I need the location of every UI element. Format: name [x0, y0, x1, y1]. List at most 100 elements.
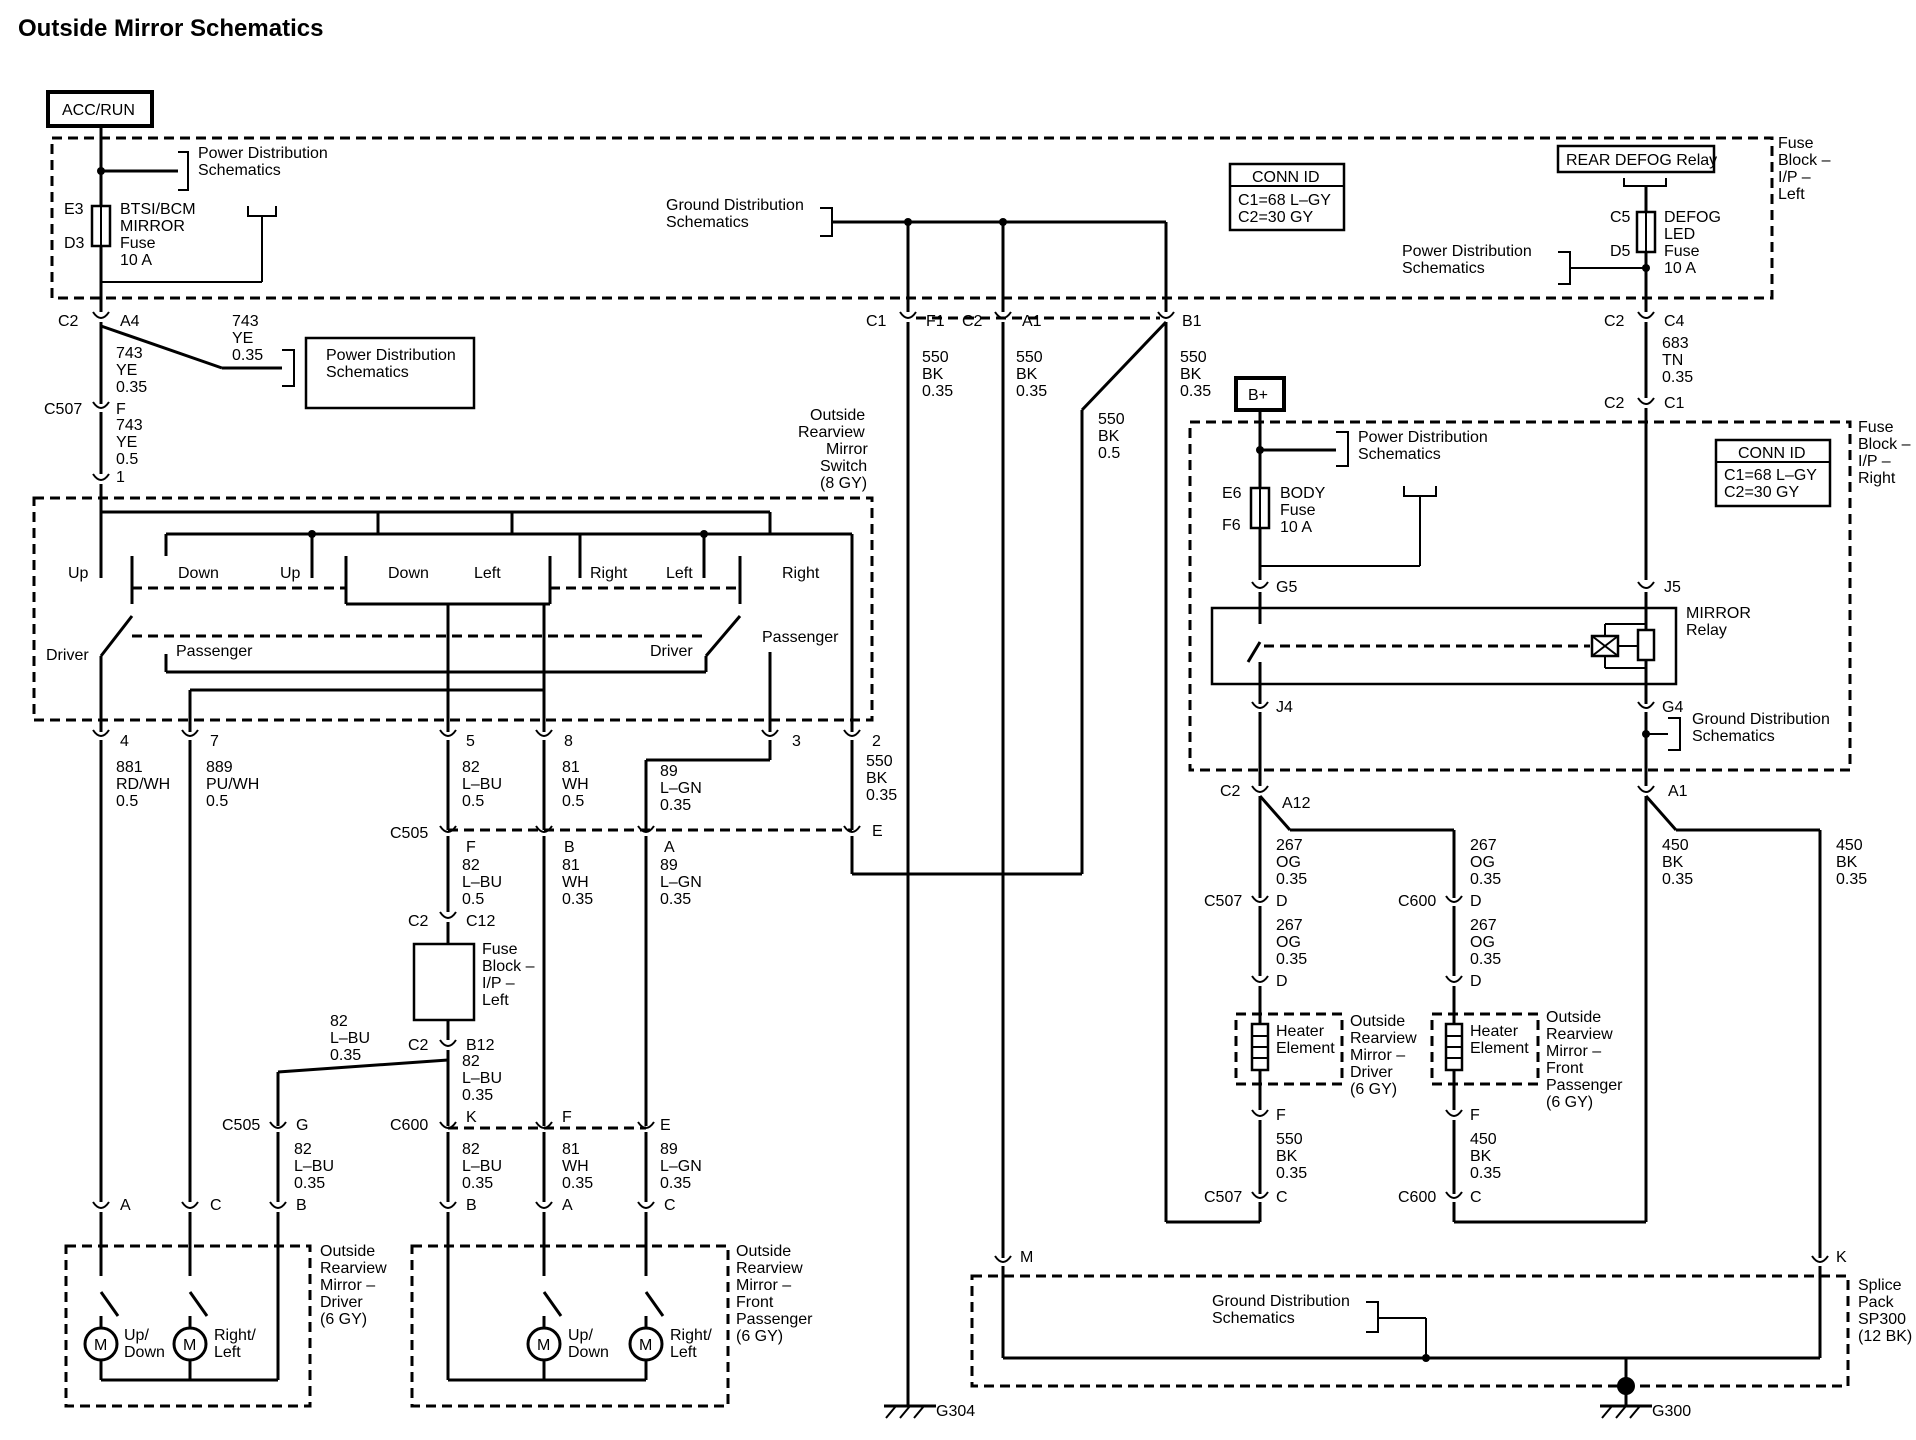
c600-f: F	[562, 1109, 572, 1126]
w89a-1: 89	[660, 763, 678, 780]
connector-c600-d: C600 D	[1398, 893, 1482, 910]
gd-ref-top-l2: Schematics	[666, 214, 749, 231]
w82e-3: 0.35	[294, 1175, 325, 1192]
body-fuse-2: Fuse	[1280, 502, 1316, 519]
connector-m: M	[994, 1249, 1033, 1266]
w743a-3: 0.35	[232, 347, 263, 364]
connector-c600-c: C600 C	[1398, 1189, 1482, 1206]
w89a-2: L–GN	[660, 780, 702, 797]
c507c-c: C507	[1204, 1189, 1242, 1206]
w550-3-1: 550	[1180, 349, 1207, 366]
w743a-2: YE	[232, 330, 253, 347]
btsi-fuse-name-1: BTSI/BCM	[120, 201, 196, 218]
motor-driver-rightleft: M	[172, 1326, 208, 1362]
w267a-2: OG	[1276, 854, 1301, 871]
rear-defog-relay: REAR DEFOG Relay	[1556, 144, 1717, 174]
hd-name-2: Rearview	[1350, 1030, 1417, 1047]
hd-el-1: Heater	[1276, 1023, 1325, 1040]
w81a-2: WH	[562, 776, 589, 793]
fb-right-2: Block –	[1858, 436, 1911, 453]
md-name-3: Mirror –	[320, 1277, 375, 1294]
fuse-block-left-name-3: I/P –	[1778, 169, 1811, 186]
defog-term-d5: D5	[1610, 243, 1631, 260]
hd-name-4: Driver	[1350, 1064, 1393, 1081]
acc-run-text: ACC/RUN	[62, 102, 135, 119]
w450h-1: 450	[1470, 1131, 1497, 1148]
sw-right-2: Right	[782, 565, 820, 582]
defog-fuse-3: Fuse	[1664, 243, 1700, 260]
w450b-3: 0.35	[1836, 871, 1867, 888]
fuse-block-left-name-2: Block –	[1778, 152, 1831, 169]
w450b-2: BK	[1836, 854, 1858, 871]
mirror-switch-outline	[32, 496, 874, 722]
w550-4-3: 0.5	[1098, 445, 1120, 462]
m-label: M	[1020, 1249, 1033, 1266]
d-1: D	[1276, 973, 1288, 990]
acc-run-label: ACC/RUN	[46, 90, 154, 128]
relay-name-1: MIRROR	[1686, 605, 1751, 622]
fbr-pd-2: Schematics	[1358, 446, 1441, 463]
gd-ref-top-l1: Ground Distribution	[666, 197, 804, 214]
connector-c507-f: C507 F	[44, 401, 126, 418]
c505-c: C505	[390, 825, 428, 842]
c505-f: F	[466, 839, 476, 856]
hp-el-1: Heater	[1470, 1023, 1519, 1040]
mp-name-4: Front	[736, 1294, 774, 1311]
fuse-term-d3: D3	[64, 235, 85, 252]
b-plus-label: B+	[1234, 376, 1286, 412]
w82b-1: 82	[462, 857, 480, 874]
fbr-e6: E6	[1222, 485, 1242, 502]
w743c-1: 743	[116, 417, 143, 434]
relay-name-2: Relay	[1686, 622, 1727, 639]
c2-c1-c1: C1	[1664, 395, 1685, 412]
fb-mid-1: Fuse	[482, 941, 518, 958]
connector-c505-row: C505 F B A E	[390, 823, 883, 856]
pd-ref-wire-l2: Schematics	[326, 364, 409, 381]
w267c-2: OG	[1276, 934, 1301, 951]
ground-g300: G300	[1600, 1403, 1691, 1420]
c600d-d: D	[1470, 893, 1482, 910]
body-fuse-3: 10 A	[1280, 519, 1312, 536]
w743b-2: YE	[116, 362, 137, 379]
w89b-2: L–GN	[660, 874, 702, 891]
w81c-3: 0.35	[562, 1175, 593, 1192]
w89c-2: L–GN	[660, 1158, 702, 1175]
md-pin-b: B	[296, 1197, 307, 1214]
w683-1: 683	[1662, 335, 1689, 352]
g300-label: G300	[1652, 1403, 1691, 1420]
fb-right-4: Right	[1858, 470, 1896, 487]
fbr-gd-2: Schematics	[1692, 728, 1775, 745]
sp-name-3: SP300	[1858, 1311, 1906, 1328]
w450h-3: 0.35	[1470, 1165, 1501, 1182]
a1-label: A1	[1668, 783, 1688, 800]
w267b-1: 267	[1470, 837, 1497, 854]
w550-3-2: BK	[1180, 366, 1202, 383]
c505g-c: C505	[222, 1117, 260, 1134]
w82e-2: L–BU	[294, 1158, 334, 1175]
conn-id-left-title: CONN ID	[1252, 169, 1320, 186]
connector-b1: B1	[1157, 311, 1202, 330]
md-name-1: Outside	[320, 1243, 375, 1260]
c1-f1-f: F1	[926, 313, 945, 330]
relay-coil	[1636, 628, 1656, 662]
sw-left-2: Left	[666, 565, 693, 582]
w450b-1: 450	[1836, 837, 1863, 854]
connector-c2-c1: C2 C1	[1604, 395, 1685, 412]
w743a-1: 743	[232, 313, 259, 330]
mp-name-5: Passenger	[736, 1311, 813, 1328]
pd-ref-2-l1: Power Distribution	[1402, 243, 1532, 260]
w881-3: 0.5	[116, 793, 138, 810]
c507-f-f: F	[116, 401, 126, 418]
w81b-2: WH	[562, 874, 589, 891]
w743c-3: 0.5	[116, 451, 138, 468]
w881-2: RD/WH	[116, 776, 170, 793]
fb-mid-3: I/P –	[482, 975, 515, 992]
md-m1-symbol: M	[94, 1337, 107, 1354]
w743b-1: 743	[116, 345, 143, 362]
w82a-3: 0.5	[462, 793, 484, 810]
mp-pin-a: A	[562, 1197, 573, 1214]
w82a-1: 82	[462, 759, 480, 776]
hp-name-3: Mirror –	[1546, 1043, 1601, 1060]
c600c-cc: C	[1470, 1189, 1482, 1206]
